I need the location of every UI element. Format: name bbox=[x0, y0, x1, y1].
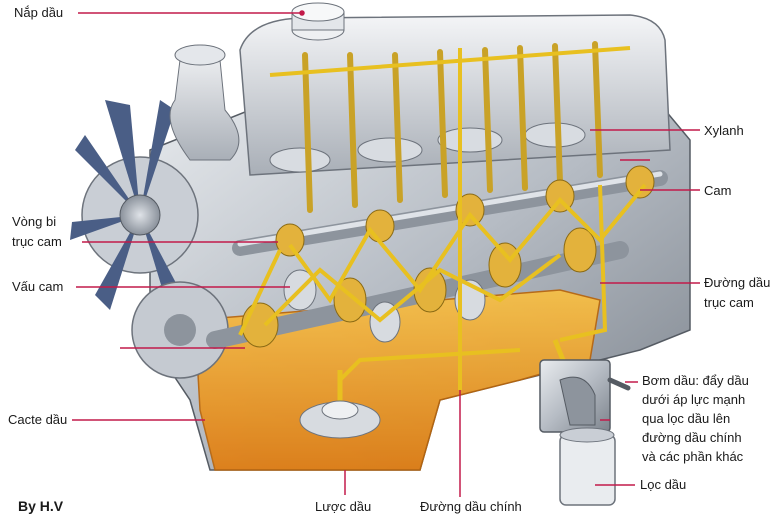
oil-sump bbox=[194, 289, 601, 471]
label-cam-bearing-2: trục cam bbox=[12, 234, 62, 249]
label-oil-pump-4: đường dầu chính bbox=[642, 430, 742, 445]
label-cylinder: Xylanh bbox=[704, 123, 744, 138]
label-cam-bearing-1: Vòng bi bbox=[12, 214, 57, 229]
label-oil-pump-1: Bơm dầu: đẩy dầu bbox=[642, 373, 749, 388]
author-credit: By H.V bbox=[18, 498, 64, 514]
label-oil-sump: Cacte dầu bbox=[8, 412, 68, 427]
rocker-oil-line bbox=[269, 46, 631, 77]
oil-cap bbox=[291, 2, 345, 41]
crankshaft bbox=[206, 227, 629, 349]
label-oil-pump-3: qua lọc dầu lên bbox=[642, 411, 731, 426]
label-oil-cap: Nắp dầu bbox=[14, 5, 64, 20]
oil-lines bbox=[238, 48, 647, 390]
label-oil-pump-2: dưới áp lực mạnh bbox=[642, 392, 746, 407]
label-cam-oil-line-1: Đường dầu bbox=[704, 275, 771, 290]
fan bbox=[70, 100, 229, 379]
air-intake bbox=[169, 44, 240, 161]
label-oil-strainer: Lược dầu bbox=[315, 499, 372, 514]
oil-pump-filter bbox=[539, 339, 631, 506]
label-oil-pump-5: và các phần khác bbox=[642, 449, 744, 464]
label-cam-lobe: Vấu cam bbox=[12, 279, 64, 294]
oil-strainer bbox=[299, 370, 381, 439]
label-main-oil-line: Đường dầu chính bbox=[420, 499, 522, 514]
label-oil-filter: Lọc dầu bbox=[640, 477, 687, 492]
push-rods bbox=[302, 41, 603, 213]
camshaft bbox=[232, 165, 668, 257]
leader-lines bbox=[72, 10, 700, 497]
label-cam: Cam bbox=[704, 183, 732, 198]
label-cam-oil-line-2: trục cam bbox=[704, 295, 754, 310]
